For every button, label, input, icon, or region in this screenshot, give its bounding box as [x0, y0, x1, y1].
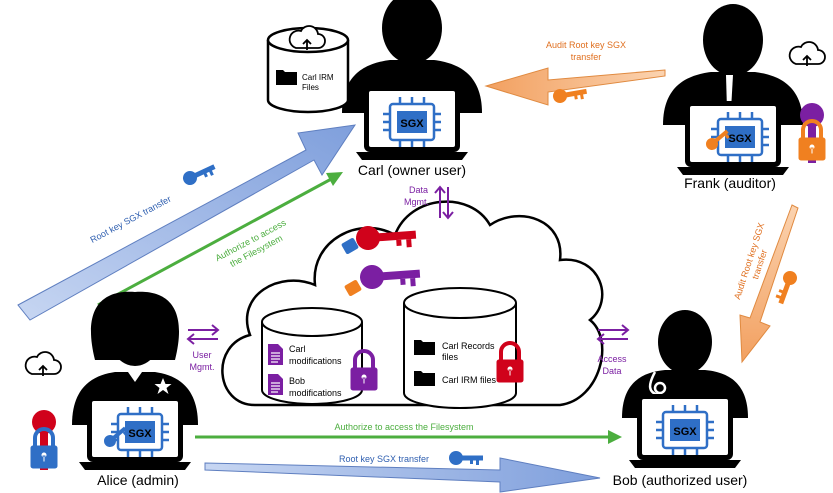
- sgx-chip-label: SGX: [128, 428, 152, 440]
- bob-modifications-label-2: modifications: [289, 388, 342, 398]
- folder-icon: [414, 371, 435, 386]
- blue-key-icon: [449, 451, 483, 465]
- root-key-bob-label: Root key SGX transfer: [339, 454, 429, 464]
- orange-key-icon: [553, 88, 588, 103]
- carl-irm-label-1: Carl IRM: [302, 73, 334, 82]
- purple-key-icon: [360, 265, 421, 289]
- sgx-chip-label: SGX: [673, 426, 697, 438]
- carl-records-label-2: files: [442, 352, 459, 362]
- carl-irm-files-label: Carl IRM files: [442, 375, 497, 385]
- bob-modifications-label-1: Bob: [289, 376, 305, 386]
- user-mgmt-label-2: Mgmt.: [189, 362, 214, 372]
- blue-key-icon: [183, 164, 216, 185]
- user-mgmt-label-1: User: [192, 350, 211, 360]
- sgx-chip-label: SGX: [400, 118, 424, 130]
- audit-arrow-to-bob: [739, 204, 799, 364]
- orange-key-icon: [706, 129, 730, 150]
- access-data-label-2: Data: [602, 366, 621, 376]
- audit-top-label-2: transfer: [571, 52, 602, 62]
- root-key-arrow-to-carl: [17, 124, 357, 321]
- cloud-upload-icon: [788, 41, 826, 67]
- carl-name: Carl (owner user): [358, 162, 466, 178]
- sgx-chip-label: SGX: [728, 133, 752, 145]
- authorize-bob-label: Authorize to access the Filesystem: [334, 422, 473, 432]
- carl-modifications-label-2: modifications: [289, 356, 342, 366]
- database-modifications: [261, 307, 363, 405]
- frank-name: Frank (auditor): [684, 175, 776, 191]
- blue-key-icon: [104, 426, 128, 447]
- audit-top-label-1: Audit Root key SGX: [546, 40, 626, 50]
- orange-key-icon: [775, 271, 797, 305]
- carl-records-label-1: Carl Records: [442, 341, 495, 351]
- carl-modifications-label-1: Carl: [289, 344, 306, 354]
- alice-name: Alice (admin): [97, 472, 179, 488]
- cloud-upload-icon: [24, 351, 62, 377]
- authorize-arrow-to-carl: [97, 175, 336, 307]
- carl-irm-label-2: Files: [302, 83, 319, 92]
- access-data-label-1: Access: [597, 354, 627, 364]
- data-mgmt-label-2: Mgmt.: [404, 197, 429, 207]
- folder-icon: [414, 340, 435, 355]
- carl-storage: [266, 26, 350, 114]
- red-key-icon: [356, 226, 417, 250]
- data-mgmt-label-1: Data: [409, 185, 428, 195]
- bob-name: Bob (authorized user): [613, 472, 748, 488]
- folder-icon: [276, 70, 297, 85]
- root-key-arrow-to-bob: [204, 457, 601, 493]
- audit-arrow-to-carl: [484, 67, 666, 106]
